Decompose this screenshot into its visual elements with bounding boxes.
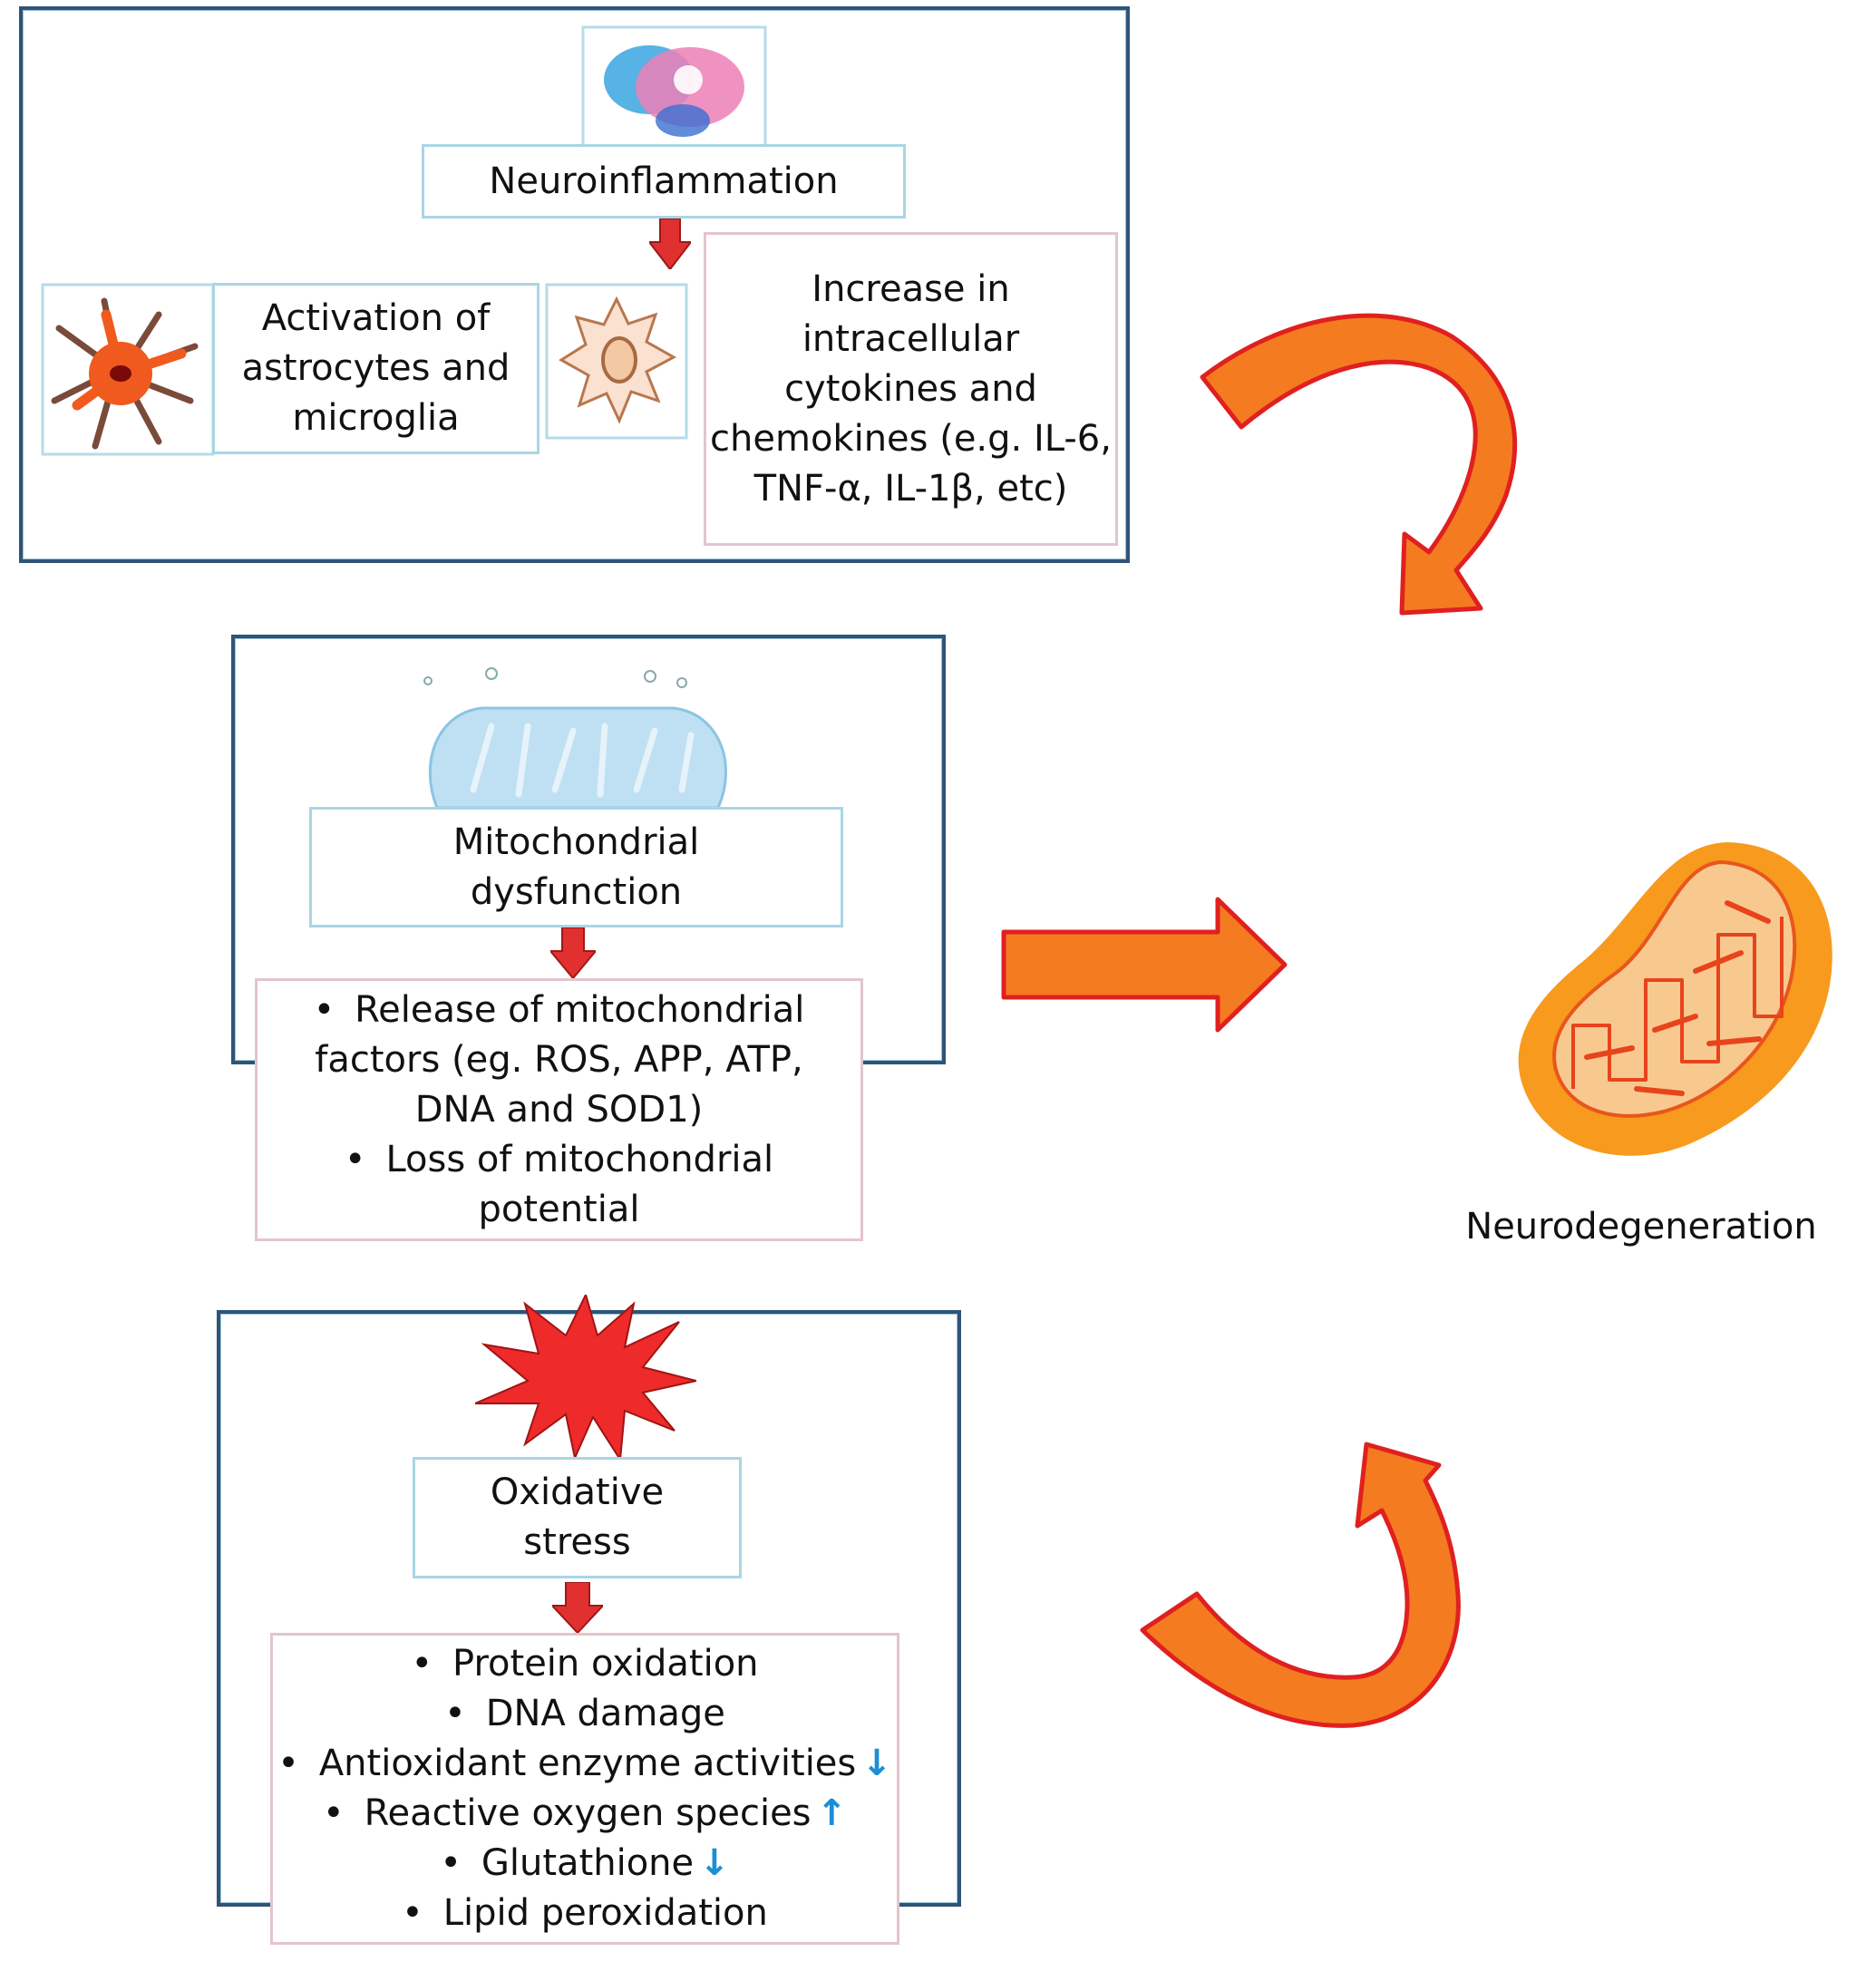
oxidative-effect-item: Reactive oxygen species↑ bbox=[323, 1789, 847, 1839]
neuroinflammation-title-box: Neuroinflammation bbox=[422, 144, 906, 218]
explosion-star-icon bbox=[475, 1295, 696, 1460]
decrease-arrow-icon: ↓ bbox=[699, 1842, 730, 1884]
cytokines-line: TNF-α, IL-1β, etc) bbox=[753, 467, 1068, 510]
mitochondrion-blue-icon bbox=[419, 663, 738, 808]
mitochondrial-detail-line: DNA and SOD1) bbox=[414, 1088, 704, 1131]
mitochondrial-detail-line: Release of mitochondrial bbox=[314, 986, 804, 1035]
mitochondrial-title-line: dysfunction bbox=[470, 870, 683, 913]
cytokines-line: cytokines and bbox=[784, 367, 1037, 410]
activation-line: microglia bbox=[292, 397, 460, 439]
curved-arrow-down-icon bbox=[1198, 300, 1533, 617]
curved-arrow-up-icon bbox=[1135, 1413, 1480, 1741]
activation-box: Activation of astrocytes and microglia bbox=[212, 283, 539, 454]
activation-line: Activation of bbox=[261, 297, 491, 339]
cytokines-box: Increase in intracellular cytokines and … bbox=[704, 232, 1118, 546]
oxidative-title-line: stress bbox=[523, 1521, 631, 1563]
astrocyte-icon bbox=[41, 283, 215, 456]
mitochondrial-details-box: Release of mitochondrial factors (eg. RO… bbox=[255, 978, 863, 1241]
oxidative-title-line: Oxidative bbox=[490, 1471, 665, 1513]
microglia-icon bbox=[545, 283, 688, 440]
mitochondrial-detail-line: Loss of mitochondrial bbox=[345, 1135, 773, 1185]
activation-line: astrocytes and bbox=[241, 347, 510, 389]
mitochondrial-detail-line: factors (eg. ROS, APP, ATP, bbox=[315, 1038, 803, 1081]
mitochondrion-orange-icon bbox=[1501, 835, 1838, 1163]
mitochondrial-title-line: Mitochondrial bbox=[452, 821, 700, 863]
down-arrow-icon bbox=[649, 218, 691, 269]
brain-icon bbox=[581, 25, 767, 152]
cytokines-line: intracellular bbox=[802, 317, 1020, 360]
right-arrow-icon bbox=[1000, 896, 1288, 1034]
oxidative-effect-item: Lipid peroxidation bbox=[402, 1889, 768, 1938]
neuroinflammation-panel bbox=[19, 6, 1130, 563]
down-arrow-icon bbox=[552, 1582, 603, 1633]
oxidative-effect-item: Protein oxidation bbox=[411, 1639, 758, 1689]
mitochondrial-title-box: Mitochondrial dysfunction bbox=[309, 807, 843, 927]
oxidative-title-box: Oxidative stress bbox=[413, 1457, 742, 1578]
cytokines-line: chemokines (e.g. IL-6, bbox=[710, 417, 1112, 460]
oxidative-effect-item: Antioxidant enzyme activities↓ bbox=[277, 1739, 892, 1789]
increase-arrow-icon: ↑ bbox=[816, 1792, 848, 1834]
neuroinflammation-title: Neuroinflammation bbox=[489, 160, 839, 202]
down-arrow-icon bbox=[550, 927, 596, 978]
oxidative-effects-box: Protein oxidation DNA damage Antioxidant… bbox=[270, 1633, 899, 1945]
neurodegeneration-label: Neurodegeneration bbox=[1465, 1206, 1817, 1248]
decrease-arrow-icon: ↓ bbox=[861, 1743, 892, 1784]
oxidative-effect-item: Glutathione↓ bbox=[440, 1839, 730, 1889]
mitochondrial-detail-line: potential bbox=[478, 1188, 640, 1230]
cytokines-line: Increase in bbox=[812, 267, 1010, 310]
oxidative-effect-item: DNA damage bbox=[444, 1689, 725, 1739]
